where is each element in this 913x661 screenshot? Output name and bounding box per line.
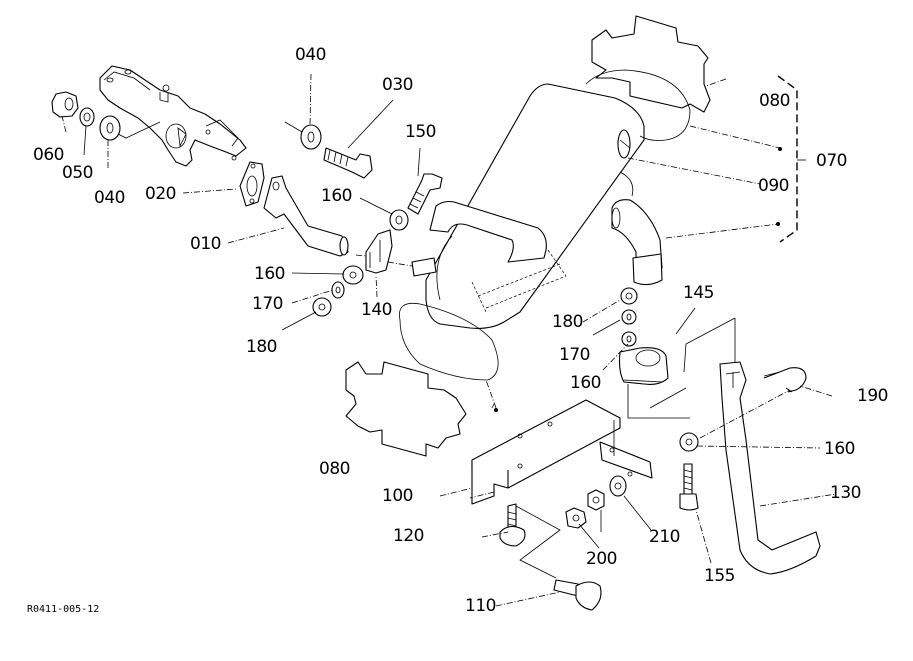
muffler-outlet-elbow xyxy=(611,171,663,286)
callout-020: 020 xyxy=(145,184,176,204)
gasket-plate-080-bottom xyxy=(345,361,467,457)
callout-100: 100 xyxy=(382,486,413,506)
spring-washer-050 xyxy=(79,107,95,127)
callout-110: 110 xyxy=(465,596,496,616)
u-bolt-190 xyxy=(763,367,807,393)
callout-040-left: 040 xyxy=(94,188,125,208)
callout-130: 130 xyxy=(830,483,861,503)
callout-140: 140 xyxy=(361,300,392,320)
callout-160-top: 160 xyxy=(321,186,352,206)
nut-060 xyxy=(51,91,79,118)
callout-080-bottom: 080 xyxy=(319,459,350,479)
callout-030: 030 xyxy=(382,75,413,95)
callout-200: 200 xyxy=(586,549,617,569)
callout-155: 155 xyxy=(704,566,735,586)
nut-200-b xyxy=(587,489,605,511)
pipe-clamp-140 xyxy=(365,229,393,274)
callout-040-top: 040 xyxy=(295,45,326,65)
callout-170-left: 170 xyxy=(252,294,283,314)
callout-010: 010 xyxy=(190,234,221,254)
washer-160-left xyxy=(342,265,364,285)
flange-bolt-110 xyxy=(553,579,602,611)
callout-090: 090 xyxy=(758,176,789,196)
bolt-030 xyxy=(323,147,373,179)
washer-160-right xyxy=(621,331,637,347)
spring-washer-170-left xyxy=(331,281,345,299)
callout-190: 190 xyxy=(857,386,888,406)
nut-200-a xyxy=(565,507,587,529)
callout-080-top: 080 xyxy=(759,91,790,111)
bolt-155 xyxy=(679,463,699,511)
clamp-145 xyxy=(618,347,669,385)
callout-070: 070 xyxy=(816,151,847,171)
nut-180-right xyxy=(620,287,638,305)
spring-washer-170-right xyxy=(621,309,637,325)
callout-210: 210 xyxy=(649,527,680,547)
inlet-gasket-ring xyxy=(399,302,499,381)
callout-145: 145 xyxy=(683,283,714,303)
gasket-020 xyxy=(239,161,265,207)
exhaust-pipe-010 xyxy=(263,175,349,257)
callout-060: 060 xyxy=(33,145,64,165)
callout-170-right: 170 xyxy=(559,345,590,365)
callout-150: 150 xyxy=(405,122,436,142)
callout-160-pipe: 160 xyxy=(824,439,855,459)
tail-pipe-130 xyxy=(719,361,821,575)
callout-180-right: 180 xyxy=(552,312,583,332)
callout-050: 050 xyxy=(62,163,93,183)
washer-160-pipe xyxy=(679,432,699,452)
washer-040 xyxy=(99,115,121,141)
drawing-code: R0411-005-12 xyxy=(27,604,100,615)
callout-120: 120 xyxy=(393,526,424,546)
exhaust-manifold xyxy=(99,65,247,167)
callout-160-right: 160 xyxy=(570,373,601,393)
washer-040-top xyxy=(300,124,322,150)
callout-180-left: 180 xyxy=(246,337,277,357)
muffler-090 xyxy=(411,83,645,329)
callout-160-left: 160 xyxy=(254,264,285,284)
bolt-150 xyxy=(407,173,443,215)
flange-bolt-120 xyxy=(499,503,526,547)
gasket-plate-080-top xyxy=(585,15,711,141)
washer-210 xyxy=(609,475,627,497)
washer-160-top xyxy=(389,209,409,231)
muffler-bracket-100 xyxy=(471,399,653,505)
nut-180-left xyxy=(312,297,332,317)
